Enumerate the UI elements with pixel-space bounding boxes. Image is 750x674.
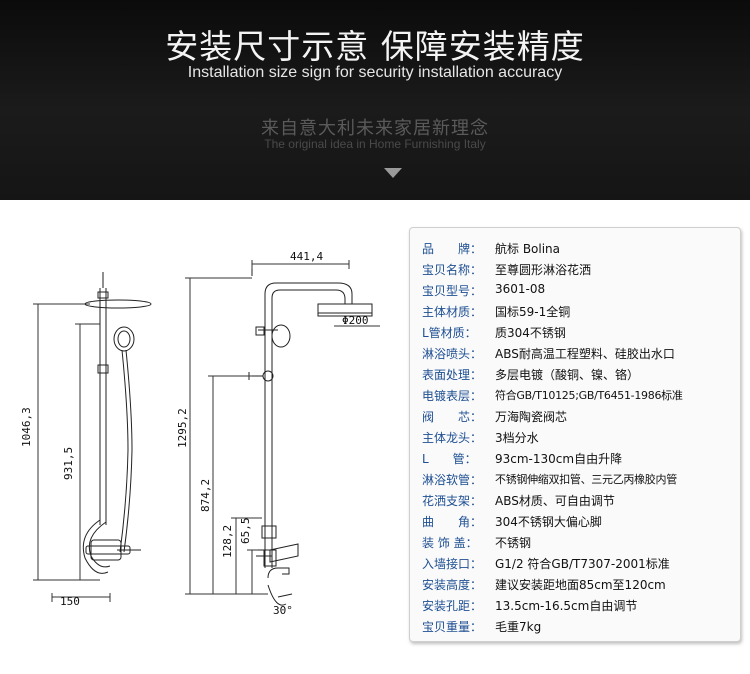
down-arrow-icon xyxy=(384,168,402,178)
spec-row-elbow: 曲 角： 304不锈钢大偏心脚 xyxy=(410,511,740,532)
title-chinese: 安装尺寸示意 保障安装精度 xyxy=(165,27,585,66)
spec-row-pipe-material: L管材质： 质304不锈钢 xyxy=(410,322,740,343)
spec-value: ABS耐高温工程塑料、硅胶出水口 xyxy=(495,347,675,361)
spec-row-shower-head: 淋浴喷头： ABS耐高温工程塑料、硅胶出水口 xyxy=(410,343,740,364)
spec-value: 质304不锈钢 xyxy=(495,326,566,340)
spec-row-hose: 淋浴软管： 不锈钢伸缩双扣管、三元乙丙橡胶内管 xyxy=(410,469,740,490)
spec-label: 主体龙头： xyxy=(422,431,483,445)
spec-value: 国标59-1全铜 xyxy=(495,305,571,319)
spec-row-brand: 品 牌： 航标 Bolina xyxy=(410,238,740,259)
spec-row-cover: 装 饰 盖： 不锈钢 xyxy=(410,532,740,553)
spec-label: 品 牌： xyxy=(422,242,483,256)
spec-row-hole-distance: 安装孔距： 13.5cm-16.5cm自由调节 xyxy=(410,595,740,616)
spec-label: 表面处理： xyxy=(422,368,483,382)
spec-row-l-pipe: L 管： 93cm-130cm自由升降 xyxy=(410,448,740,469)
dim-head-label: Φ200 xyxy=(342,314,369,327)
title-english: Installation size sign for security inst… xyxy=(187,64,563,81)
spec-label: 曲 角： xyxy=(422,515,483,529)
spec-row-model: 宝贝型号： 3601-08 xyxy=(410,280,740,301)
spec-label: 宝贝重量： xyxy=(422,620,483,634)
header-banner: 安装尺寸示意 保障安装精度 Installation size sign for… xyxy=(0,0,750,200)
spec-value: 至尊圆形淋浴花洒 xyxy=(495,263,592,277)
installation-diagram: 441,4 Φ200 1046,3 931,5 1295,2 874,2 128… xyxy=(20,250,380,617)
spec-row-inlet: 入墙接口： G1/2 符合GB/T7307-2001标准 xyxy=(410,553,740,574)
spec-value: 93cm-130cm自由升降 xyxy=(495,452,623,466)
spec-label: 装 饰 盖： xyxy=(422,536,478,550)
spec-value: 建议安装距地面85cm至120cm xyxy=(495,578,666,592)
spec-row-install-height: 安装高度： 建议安装距地面85cm至120cm xyxy=(410,574,740,595)
spec-value: 多层电镀（酸铜、镍、铬） xyxy=(495,368,640,382)
spec-row-faucet: 主体龙头： 3档分水 xyxy=(410,427,740,448)
spec-label: 安装孔距： xyxy=(422,599,483,613)
spec-value: 13.5cm-16.5cm自由调节 xyxy=(495,599,638,613)
dim-mid-label: 128,2 xyxy=(221,525,234,558)
spec-row-body-material: 主体材质： 国标59-1全铜 xyxy=(410,301,740,322)
spec-label: 阀 芯： xyxy=(422,410,483,424)
spec-label: 花洒支架： xyxy=(422,494,483,508)
spec-label: 宝贝名称： xyxy=(422,263,483,277)
spec-value: 不锈钢 xyxy=(495,536,532,550)
spec-value: 万海陶瓷阀芯 xyxy=(495,410,568,424)
spec-label: L管材质： xyxy=(422,326,477,340)
side-view-shower xyxy=(248,265,373,606)
spec-row-plating: 电镀表层： 符合GB/T10125;GB/T6451-1986标准 xyxy=(410,385,740,406)
spec-row-name: 宝贝名称： 至尊圆形淋浴花洒 xyxy=(410,259,740,280)
dim-bar-left-label: 931,5 xyxy=(62,447,75,480)
spec-value: 304不锈钢大偏心脚 xyxy=(495,515,602,529)
spec-label: 淋浴喷头： xyxy=(422,347,483,361)
spec-label: 电镀表层： xyxy=(422,389,483,403)
dim-angle-label: 30° xyxy=(273,604,293,617)
spec-value: 航标 Bolina xyxy=(495,242,561,256)
spec-value: ABS材质、可自由调节 xyxy=(495,494,615,508)
spec-label: 主体材质： xyxy=(422,305,483,319)
spec-row-valve: 阀 芯： 万海陶瓷阀芯 xyxy=(410,406,740,427)
dim-small-label: 65,5 xyxy=(239,518,252,545)
spec-value: 毛重7kg xyxy=(495,620,542,634)
dim-total-right-label: 1295,2 xyxy=(176,408,189,448)
spec-row-weight: 宝贝重量： 毛重7kg xyxy=(410,616,740,637)
spec-row-bracket: 花洒支架： ABS材质、可自由调节 xyxy=(410,490,740,511)
dim-bottom-label: 150 xyxy=(60,595,80,608)
spec-label: 入墙接口： xyxy=(422,557,483,571)
dim-width-label: 441,4 xyxy=(290,250,323,263)
spec-value: 符合GB/T10125;GB/T6451-1986标准 xyxy=(495,389,683,402)
front-view-shower xyxy=(82,272,152,574)
spec-value: G1/2 符合GB/T7307-2001标准 xyxy=(495,557,670,571)
spec-value: 3601-08 xyxy=(495,282,546,296)
spec-label: 淋浴软管： xyxy=(422,473,483,487)
spec-label: 安装高度： xyxy=(422,578,483,592)
spec-value: 3档分水 xyxy=(495,431,539,445)
dim-total-left-label: 1046,3 xyxy=(20,407,33,447)
dim-bar-right-label: 874,2 xyxy=(199,479,212,512)
spec-value: 不锈钢伸缩双扣管、三元乙丙橡胶内管 xyxy=(495,473,677,486)
spec-row-surface: 表面处理： 多层电镀（酸铜、镍、铬） xyxy=(410,364,740,385)
subtitle-english: The original idea in Home Furnishing Ita… xyxy=(264,137,486,151)
spec-panel: 品 牌： 航标 Bolina 宝贝名称： 至尊圆形淋浴花洒 宝贝型号： 3601… xyxy=(409,227,741,642)
spec-label: L 管： xyxy=(422,452,477,466)
subtitle-chinese: 来自意大利未来家居新理念 xyxy=(261,118,489,139)
spec-label: 宝贝型号： xyxy=(422,284,483,298)
